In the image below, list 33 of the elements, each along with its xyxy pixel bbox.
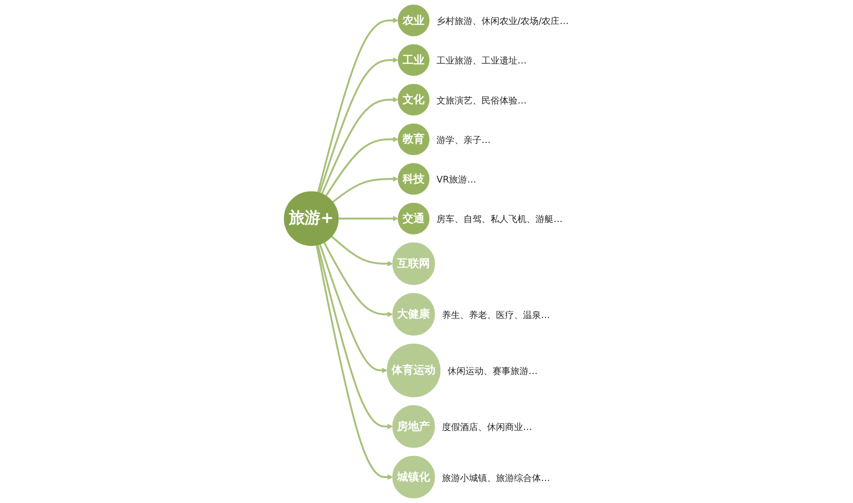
node-circle: 体育运动 [386, 344, 440, 398]
node-circle: 交通 [398, 202, 430, 234]
arrow [325, 136, 398, 196]
arrow [319, 244, 388, 374]
node-circle: 文化 [398, 84, 430, 116]
node-circle: 互联网 [392, 242, 435, 286]
node-circle: 大健康 [392, 292, 435, 336]
arrow [318, 57, 398, 194]
arrow [321, 97, 398, 194]
arrow [317, 18, 398, 193]
arrow [316, 244, 393, 430]
arrow [316, 244, 393, 480]
description-text: 度假酒店、休闲商业… [442, 423, 532, 434]
node-circle: 教育 [398, 123, 430, 156]
node-circle: 农业 [398, 4, 430, 36]
arrow [332, 176, 398, 203]
arrow [331, 236, 393, 266]
description-text: 游学、亲子… [436, 136, 491, 146]
description-text: 乡村旅游、休闲农业/农场/农庄… [436, 17, 569, 28]
node-circle: 科技 [398, 163, 430, 195]
node-circle: 城镇化 [392, 456, 435, 498]
description-text: 养生、养老、医疗、温泉… [442, 310, 550, 321]
description-text: VR旅游… [436, 176, 476, 186]
node-circle: 工业 [398, 44, 430, 76]
description-text: 文旅演艺、民俗体验… [436, 96, 527, 106]
description-text: 工业旅游、工业遗址… [436, 56, 527, 67]
description-text: 旅游小城镇、旅游综合体… [442, 474, 550, 484]
arrow [338, 216, 398, 222]
description-text: 休闲运动、赛事旅游… [447, 367, 538, 378]
description-text: 房车、自驾、私人飞机、游艇… [436, 215, 563, 226]
arrow [323, 242, 393, 317]
node-circle: 旅游+ [284, 191, 339, 246]
node-circle: 房地产 [392, 405, 435, 448]
